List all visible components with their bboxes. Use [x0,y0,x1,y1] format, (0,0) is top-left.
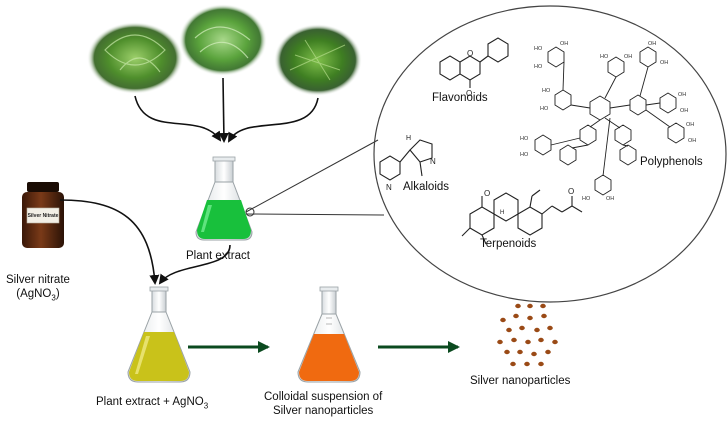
nanoparticle-dots [497,303,558,367]
mix-subscript: 3 [203,401,209,411]
nanoparticle-dot [515,303,521,309]
mix-label: Plant extract + AgNO3 [96,395,208,413]
plant-extract-flask [195,156,253,241]
mix-flask [127,286,191,383]
nanoparticle-dot [517,349,523,355]
nanoparticle-dot [527,315,533,321]
nanoparticle-dot [527,303,533,309]
nanoparticles-text: Silver nanoparticles [470,375,571,387]
nanoparticles-label: Silver nanoparticles [470,374,570,388]
plant-photos [87,4,362,96]
svg-text:N: N [430,157,436,166]
colloid-label: Colloidal suspension of Silver nanoparti… [264,390,382,418]
svg-text:OH: OH [680,108,688,114]
nanoparticle-dot [500,317,506,323]
svg-text:N: N [386,183,392,192]
svg-text:O: O [484,189,490,198]
svg-text:H: H [500,210,504,216]
svg-text:HO: HO [600,54,609,60]
nanoparticle-dot [510,361,516,367]
silver-nitrate-subscript: 3 [51,293,56,303]
polyphenols-label: Polyphenols [640,156,703,168]
zoom-callout [245,5,727,303]
bottle-to-mix-arrow [59,199,231,285]
nanoparticle-dot [513,313,519,319]
nanoparticle-dot [541,313,547,319]
mix-text: Plant extract + AgNO [96,396,204,408]
svg-text:H: H [406,135,411,142]
svg-text:OH: OH [560,41,568,47]
nanoparticle-dot [504,349,510,355]
silver-nitrate-bottle: Silver Nitrate [22,182,64,248]
nanoparticle-dot [540,303,546,309]
svg-text:OH: OH [624,54,632,60]
svg-text:O: O [466,89,472,98]
flavonoid-structure: O O [439,37,509,98]
silver-nitrate-line1: Silver nitrate [6,274,70,286]
svg-text:OH: OH [660,60,668,66]
nanoparticle-dot [545,349,551,355]
nanoparticle-dot [506,327,512,333]
nanoparticle-dot [531,351,537,357]
svg-text:OH: OH [648,41,656,47]
alkaloid-structure: N N H [379,135,436,192]
nanoparticle-dot [497,339,503,345]
flavonoids-label: Flavonoids [432,92,488,104]
leaf-photo-center [179,4,267,76]
plant-extract-text: Plant extract [186,250,250,262]
svg-text:HO: HO [540,106,549,112]
svg-text:HO: HO [582,196,591,202]
nanoparticle-dot [552,339,558,345]
svg-text:O: O [467,49,473,58]
silver-nitrate-line2: (AgNO3) [6,287,70,305]
svg-text:HO: HO [520,136,529,142]
terpenoids-label: Terpenoids [480,238,537,250]
colloid-line2: Silver nanoparticles [272,405,374,417]
svg-text:OH: OH [686,122,694,128]
nanoparticle-dot [547,325,553,331]
svg-text:HO: HO [520,152,529,158]
compounds-circle [373,5,727,303]
nanoparticle-dot [511,337,517,343]
svg-text:HO: HO [542,88,551,94]
svg-text:O: O [568,187,574,196]
plant-extract-label: Plant extract [186,249,250,263]
nanoparticle-dot [538,361,544,367]
polyphenol-structure: HO OH HO HO OH OH OH HO HO OH OH HO HO OH OH HO O… [520,41,696,202]
colloid-line1: Colloidal suspension of [264,391,383,403]
colloid-flask [297,286,361,383]
silver-nitrate-formula: (AgNO [16,288,52,300]
colloid-liquid [299,334,359,381]
plant-arrows [134,77,319,143]
svg-text:OH: OH [688,138,696,144]
nanoparticle-dot [525,339,531,345]
alkaloids-label: Alkaloids [403,181,450,193]
svg-text:OH: OH [678,92,686,98]
nanoparticle-dot [519,325,525,331]
bottle-label-text: Silver Nitrate [28,213,59,219]
silver-nitrate-label: Silver nitrate (AgNO3) [6,273,70,305]
svg-text:HO: HO [534,46,543,52]
svg-text:HO: HO [534,64,543,70]
silver-nitrate-close: ) [55,288,60,300]
terpenoid-structure: O O H [461,187,583,245]
nanoparticle-dot [538,337,544,343]
nanoparticle-dot [524,361,530,367]
svg-text:OH: OH [606,196,614,202]
nanoparticle-dot [534,327,540,333]
